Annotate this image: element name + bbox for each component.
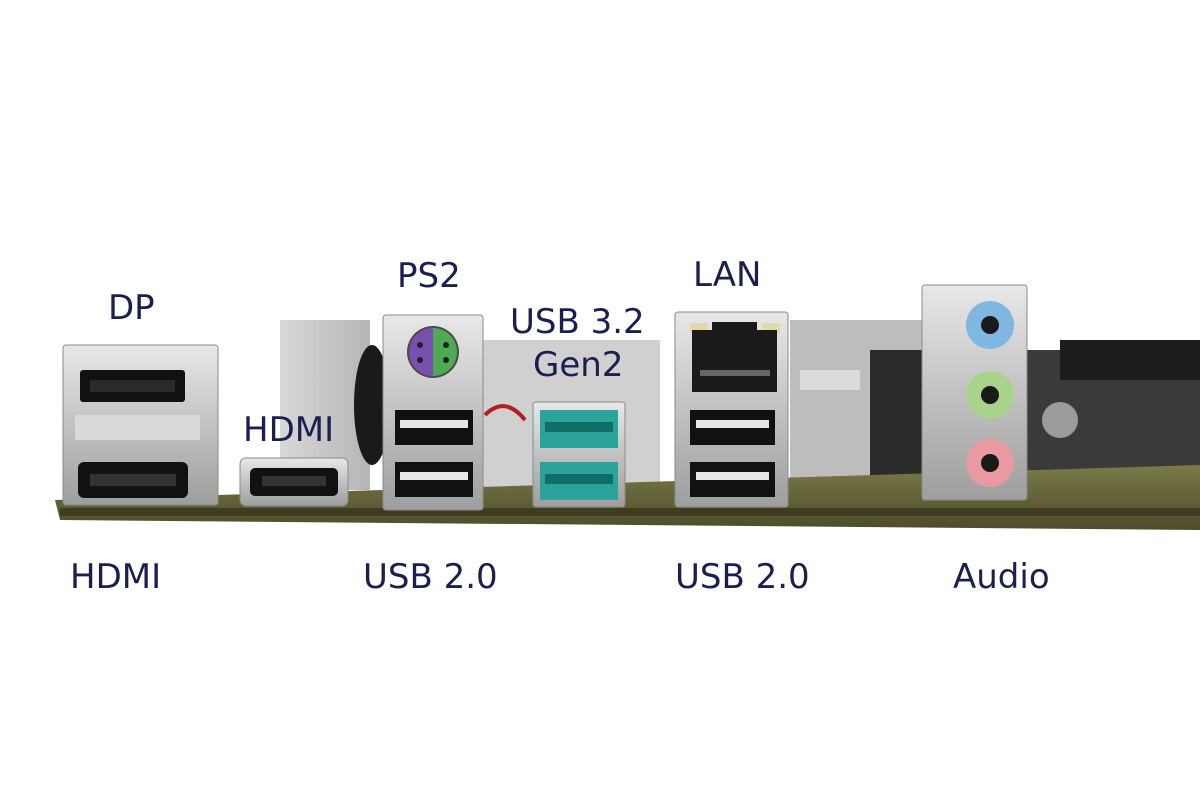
- usb32-gen2-ports: [532, 401, 626, 508]
- hdmi-port: [239, 457, 349, 507]
- label-hdmi-top: HDMI: [243, 410, 335, 450]
- label-usb20-left: USB 2.0: [363, 557, 498, 597]
- audio-jacks-block: [921, 284, 1028, 501]
- pcb-board: [55, 465, 1200, 530]
- label-ps2: PS2: [397, 256, 461, 296]
- ps2-usb20-block: [382, 314, 484, 511]
- label-hdmi-bottom: HDMI: [70, 557, 162, 597]
- label-usb32-line2: Gen2: [533, 345, 624, 385]
- capacitor: [354, 345, 390, 465]
- label-usb20-right: USB 2.0: [675, 557, 810, 597]
- label-lan: LAN: [693, 255, 762, 295]
- label-dp: DP: [108, 288, 155, 328]
- label-usb32-line1: USB 3.2: [510, 302, 645, 342]
- lan-usb20-block: [674, 311, 789, 508]
- dp-hdmi-port-block: [62, 344, 219, 506]
- label-audio: Audio: [953, 557, 1050, 597]
